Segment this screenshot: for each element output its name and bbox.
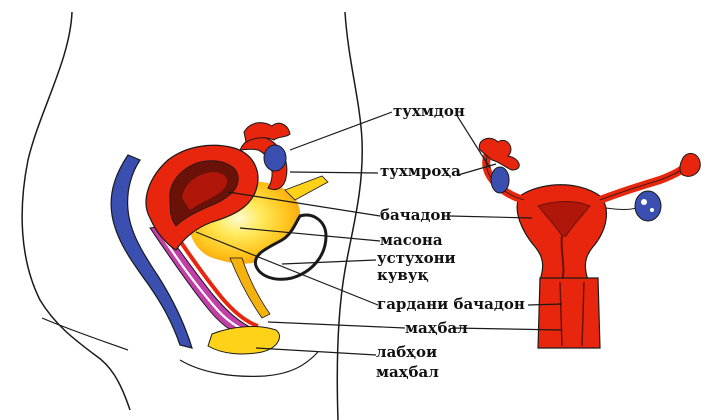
label-uterus: бачадон <box>380 207 451 224</box>
body-front-outline <box>337 12 362 420</box>
ovarian-ligament <box>606 208 636 210</box>
thigh-outline <box>180 352 318 376</box>
ovary-follicle <box>641 199 647 205</box>
frontal-vagina <box>538 278 600 348</box>
frontal-right-ovary <box>635 191 661 221</box>
label-vagina: маҳбал <box>405 320 468 337</box>
frontal-right-fimbriae <box>680 153 700 176</box>
labia <box>208 327 280 354</box>
label-fallopian-tube: тухмроҳа <box>380 163 461 180</box>
leader-vagina <box>268 322 405 328</box>
buttock-crease <box>42 318 128 350</box>
ovary-follicle <box>650 208 654 212</box>
label-cervix: гардани бачадон <box>377 296 525 313</box>
label-bone-line2: кувуқ <box>377 267 429 284</box>
label-labia-line1: лабҳои <box>376 344 437 361</box>
bladder-yellow-strip <box>285 176 328 200</box>
label-bladder: масона <box>380 232 443 249</box>
leader-tube <box>290 172 378 173</box>
leader-ovary <box>290 112 392 150</box>
label-ovary: тухмдон <box>393 103 465 120</box>
label-labia-line2: маҳбал <box>376 364 439 381</box>
side-ovary <box>264 145 286 171</box>
frontal-left-ovary <box>491 167 509 193</box>
label-bone-line1: устухони <box>377 250 456 267</box>
